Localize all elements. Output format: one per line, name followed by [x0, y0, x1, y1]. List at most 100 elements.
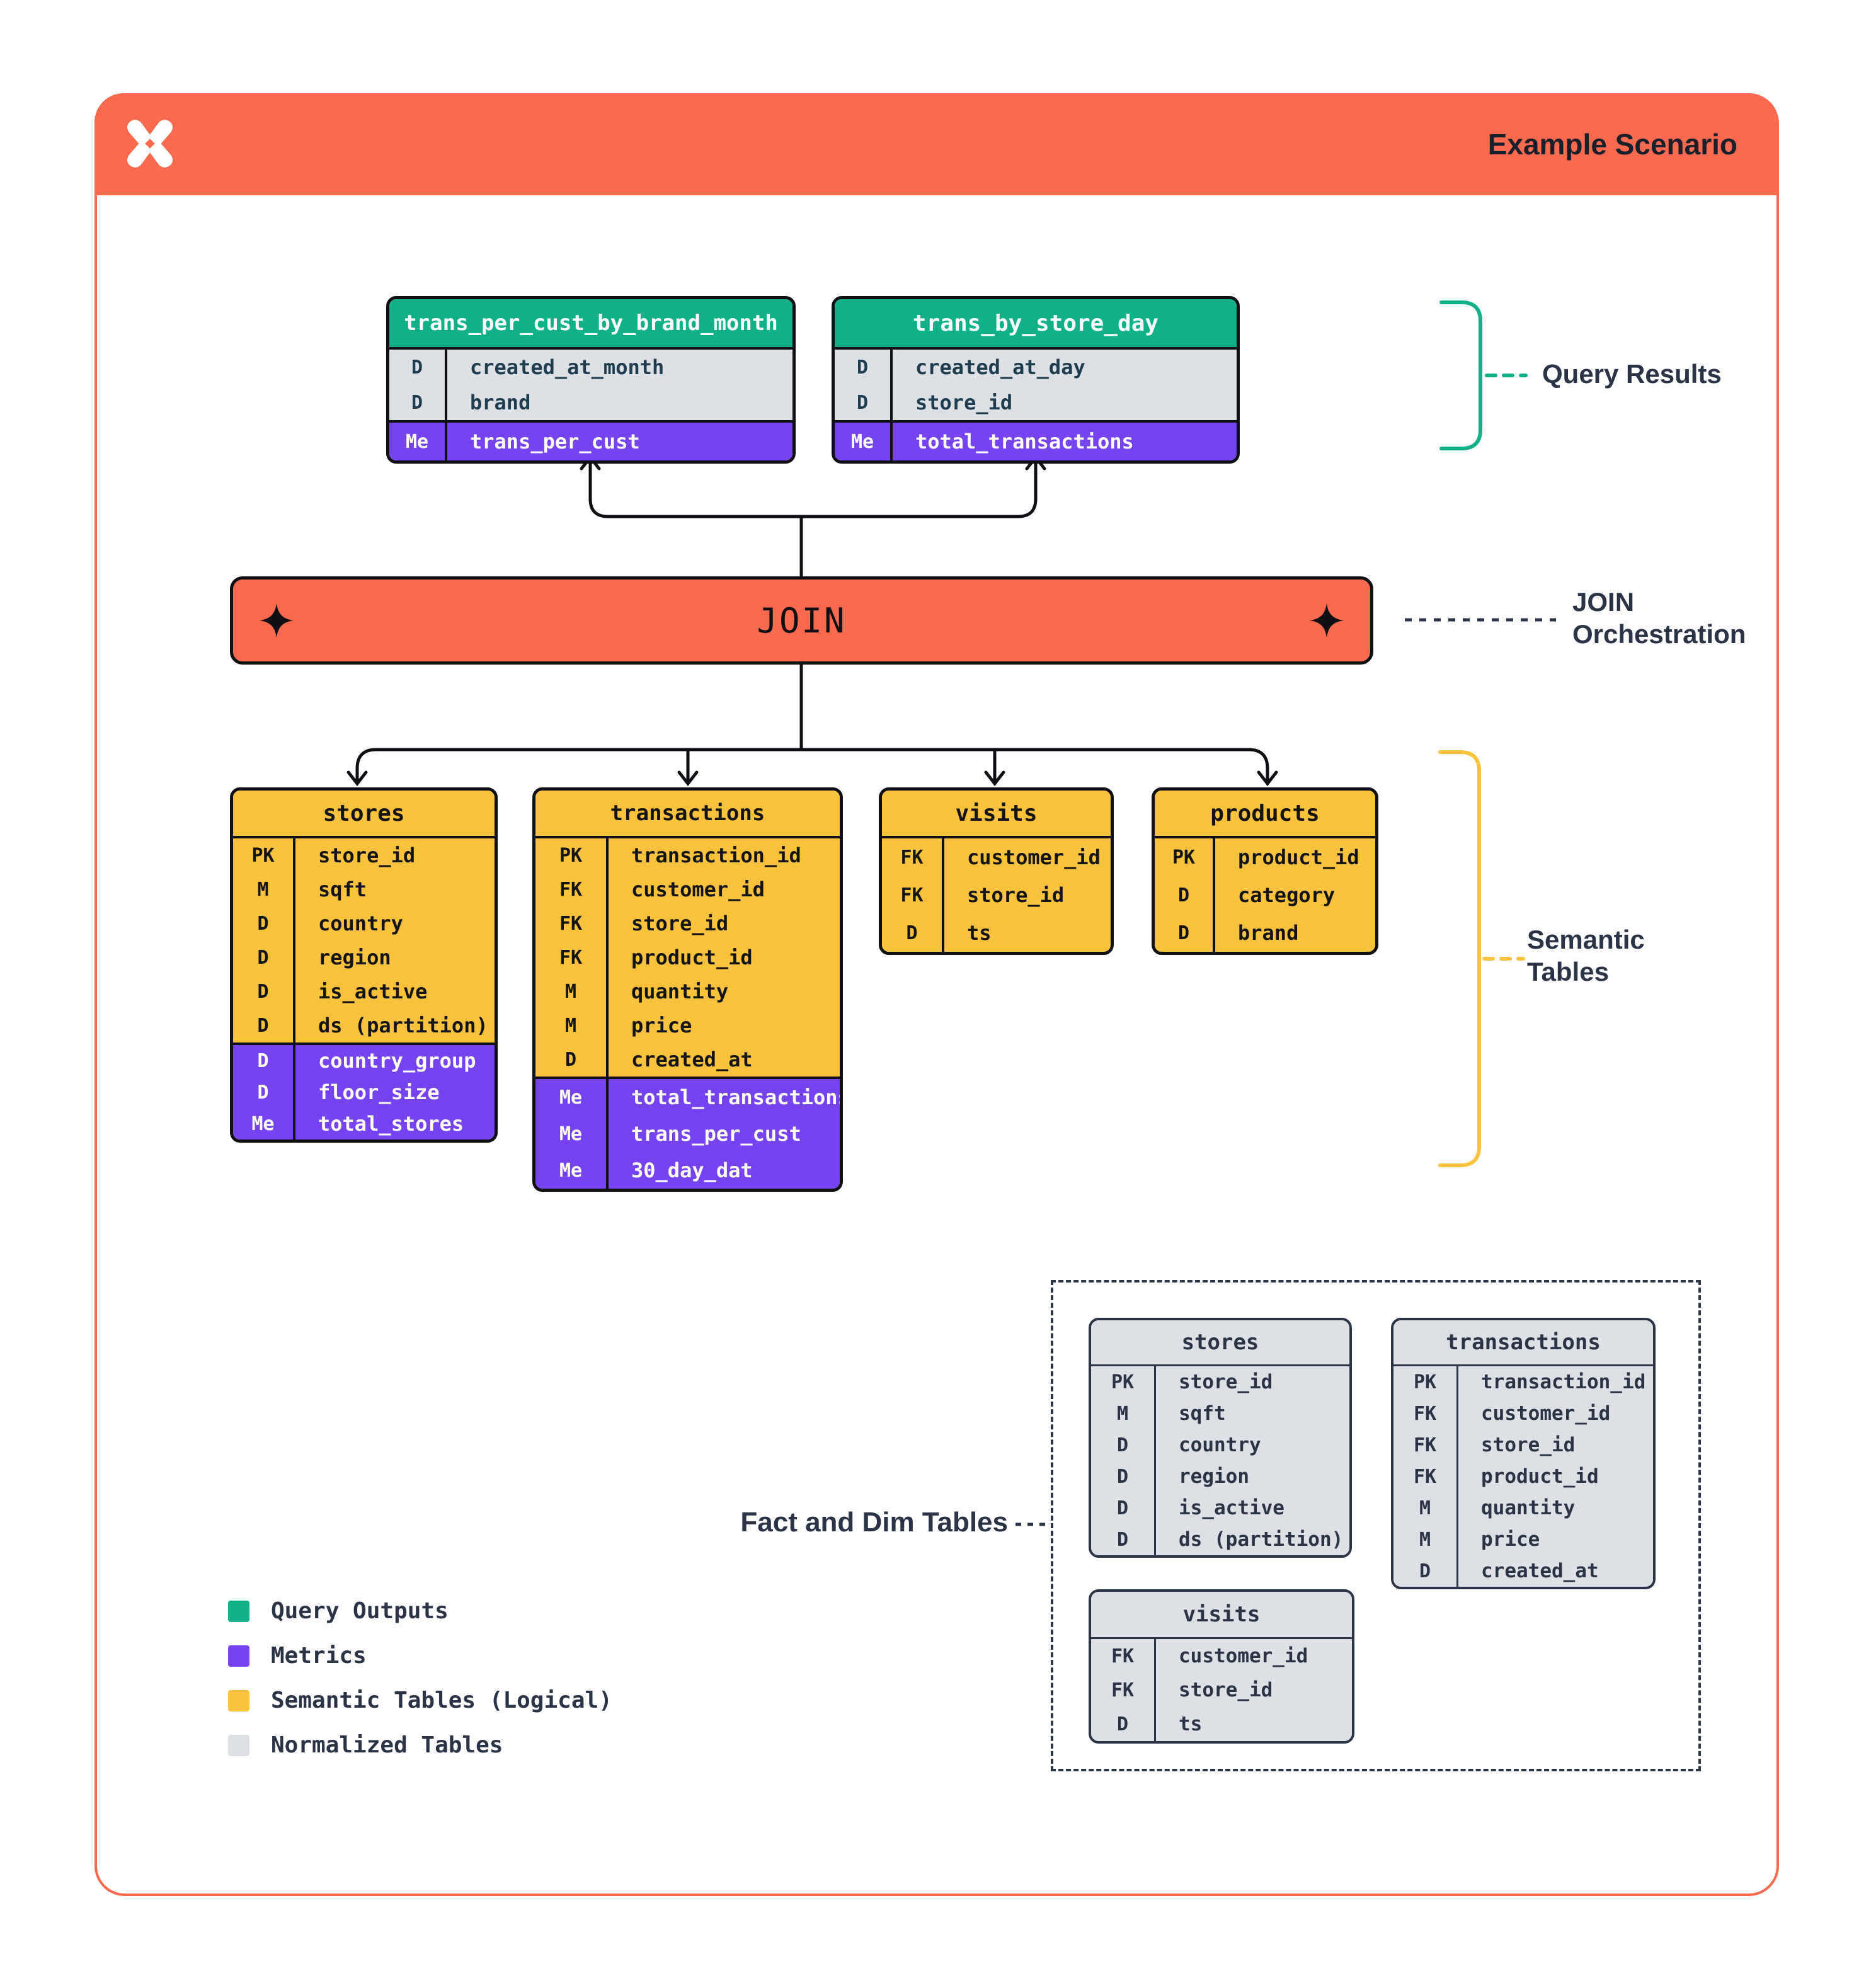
legend-label: Normalized Tables: [271, 1732, 503, 1758]
row-field: sqft: [1179, 1402, 1226, 1425]
row-field: customer_id: [967, 845, 1101, 869]
row-key: D: [1393, 1555, 1458, 1587]
row-key: D: [389, 385, 447, 420]
row-key: D: [835, 350, 893, 385]
row-field: total_transactions: [631, 1085, 843, 1109]
row-field: is_active: [1179, 1497, 1285, 1519]
row-key: FK: [882, 838, 944, 876]
row-field: store_id: [1481, 1434, 1576, 1456]
row-key: D: [233, 906, 295, 940]
row-field: 30_day_dat: [631, 1158, 753, 1182]
row-key: Me: [535, 1116, 609, 1152]
row-key: M: [535, 974, 609, 1008]
row-field: store_id: [1179, 1371, 1273, 1393]
legend-item: Semantic Tables (Logical): [228, 1678, 612, 1723]
green-swatch-icon: [228, 1600, 249, 1622]
table-title: trans_by_store_day: [835, 299, 1237, 347]
row-key: FK: [1091, 1673, 1156, 1707]
row-field: country: [1179, 1434, 1261, 1456]
dremio-x-logo-icon: [127, 120, 173, 168]
table-title: stores: [233, 791, 495, 836]
join-label: JOIN: [757, 600, 847, 641]
row-key: D: [1155, 914, 1215, 952]
row-key: D: [389, 350, 447, 385]
row-field: total_transactions: [915, 430, 1134, 454]
row-field: price: [631, 1014, 692, 1037]
table-row: FK store_id: [535, 906, 840, 940]
table-row: PK store_id: [1091, 1366, 1349, 1398]
row-field: ts: [967, 921, 992, 945]
row-key: FK: [882, 876, 944, 914]
row-key: D: [1155, 876, 1215, 914]
sparkle-diamond-icon: [259, 603, 294, 638]
row-field: store_id: [915, 391, 1013, 414]
row-field: store_id: [967, 883, 1065, 907]
row-field: customer_id: [631, 877, 765, 901]
fact-dim-tables-box: [1051, 1280, 1701, 1771]
page-title: Example Scenario: [1487, 128, 1737, 161]
row-field: store_id: [318, 843, 416, 867]
table-row: PK store_id: [233, 838, 495, 872]
row-key: Me: [535, 1079, 609, 1116]
row-key: PK: [1091, 1366, 1156, 1398]
row-field: transaction_id: [1481, 1371, 1646, 1393]
row-key: D: [233, 1008, 295, 1043]
legend-label: Metrics: [271, 1643, 367, 1669]
gray-swatch-icon: [228, 1734, 249, 1756]
row-field: region: [318, 945, 391, 969]
row-key: M: [233, 872, 295, 906]
row-key: FK: [1393, 1429, 1458, 1461]
row-key: D: [1091, 1492, 1156, 1524]
row-key: PK: [233, 838, 295, 872]
row-key: M: [535, 1008, 609, 1043]
row-key: D: [1091, 1461, 1156, 1492]
table-title: visits: [1091, 1592, 1352, 1637]
table-title: visits: [882, 791, 1111, 836]
row-field: created_at_day: [915, 355, 1085, 379]
row-field: created_at_month: [470, 355, 665, 379]
join-orchestration-label: JOIN Orchestration: [1572, 587, 1746, 649]
row-field: category: [1238, 883, 1336, 907]
row-key: PK: [1155, 838, 1215, 876]
legend-item: Normalized Tables: [228, 1723, 612, 1768]
legend-label: Semantic Tables (Logical): [271, 1688, 612, 1713]
row-field: ts: [1179, 1713, 1203, 1735]
row-key: FK: [535, 906, 609, 940]
row-field: created_at: [1481, 1560, 1599, 1582]
row-key: M: [1393, 1524, 1458, 1555]
row-field: store_id: [631, 911, 729, 935]
